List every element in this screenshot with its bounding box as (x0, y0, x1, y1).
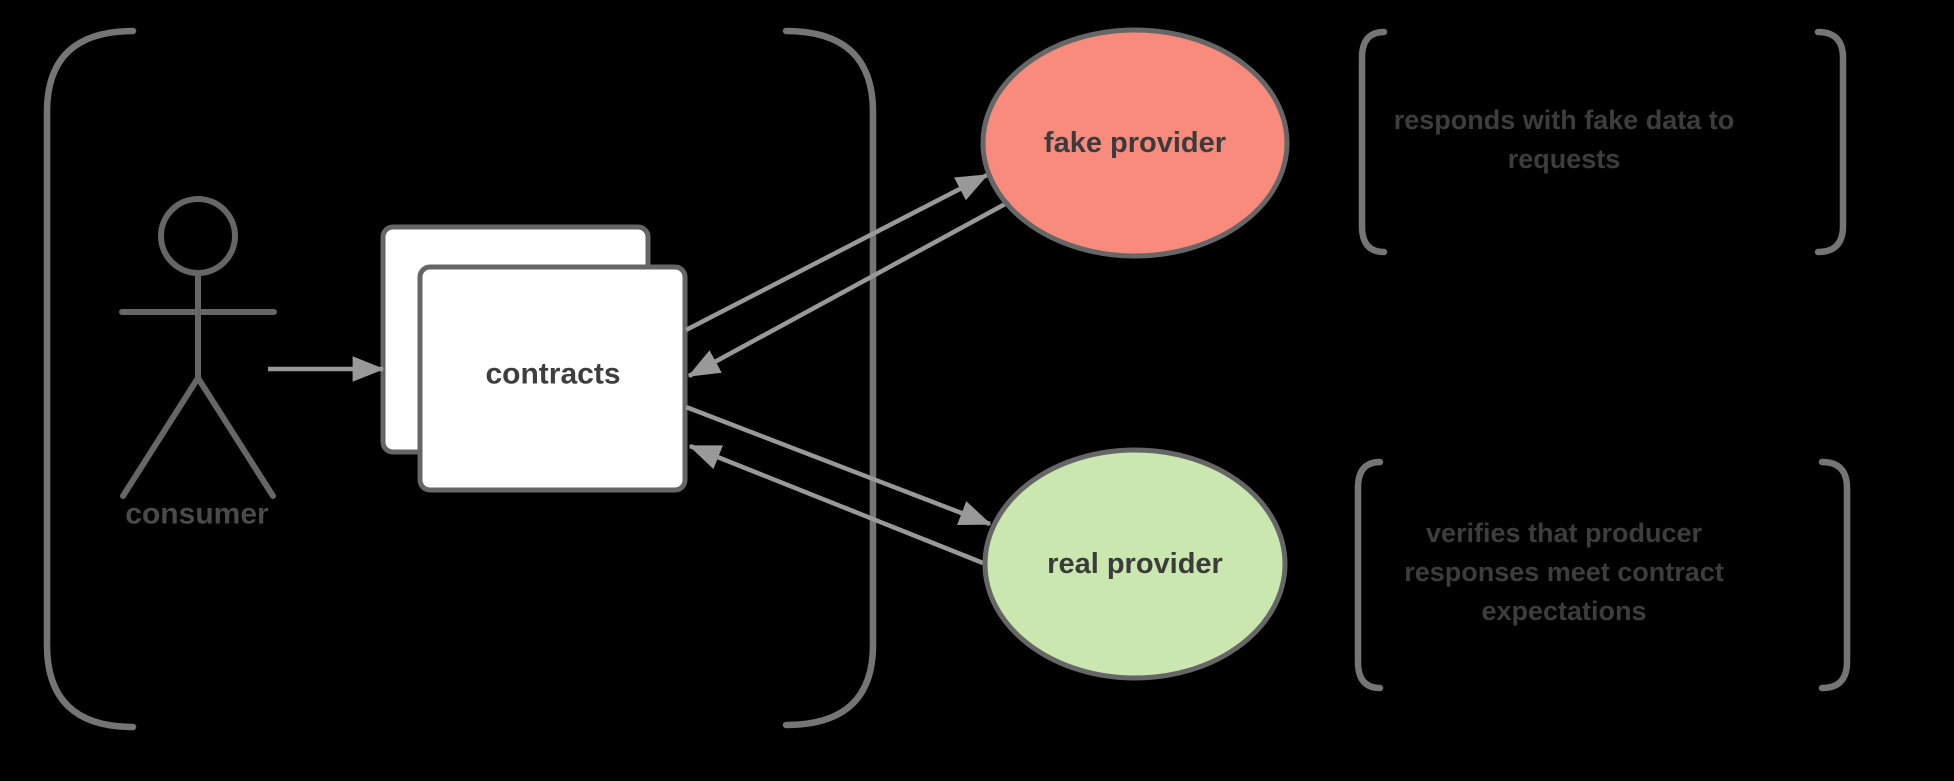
fake-provider-label: fake provider (1044, 127, 1226, 159)
contracts-label: contracts (485, 358, 620, 391)
contracts-node: contracts (380, 224, 688, 493)
real-note-line-1: verifies that producer (1426, 518, 1703, 548)
real-provider-label: real provider (1047, 548, 1223, 580)
left-group-open-bracket (43, 27, 137, 731)
fake-note-close-bracket (1814, 28, 1847, 256)
arrow-fake-provider-to-contracts (687, 201, 1009, 378)
consumer-head (158, 196, 238, 276)
arrow-real-provider-to-contracts (688, 443, 984, 566)
real-provider-note: verifies that producer responses meet co… (1404, 518, 1724, 626)
fake-provider-note: responds with fake data to requests (1394, 105, 1735, 174)
fake-note-open-bracket (1358, 28, 1388, 256)
real-provider-node: real provider (982, 447, 1288, 681)
real-provider-ellipse (982, 447, 1288, 681)
real-note-line-3: expectations (1481, 596, 1646, 626)
arrow-contracts-to-fake-provider (684, 172, 989, 333)
fake-note-line-1: responds with fake data to (1394, 105, 1735, 135)
real-note-open-bracket (1354, 458, 1384, 692)
fake-provider-ellipse (980, 27, 1290, 259)
real-note-line-2: responses meet contract (1404, 557, 1724, 587)
consumer-leg-left (120, 375, 201, 499)
left-group-close-bracket (782, 27, 877, 729)
contracts-card-front (417, 264, 688, 493)
consumer-label: consumer (125, 498, 269, 531)
real-note-close-bracket (1818, 458, 1851, 692)
arrow-contracts-to-real-provider (685, 404, 992, 527)
consumer-leg-right (195, 375, 276, 499)
consumer-actor: consumer (119, 196, 277, 531)
fake-note-line-2: requests (1508, 144, 1621, 174)
fake-provider-node: fake provider (980, 27, 1290, 259)
